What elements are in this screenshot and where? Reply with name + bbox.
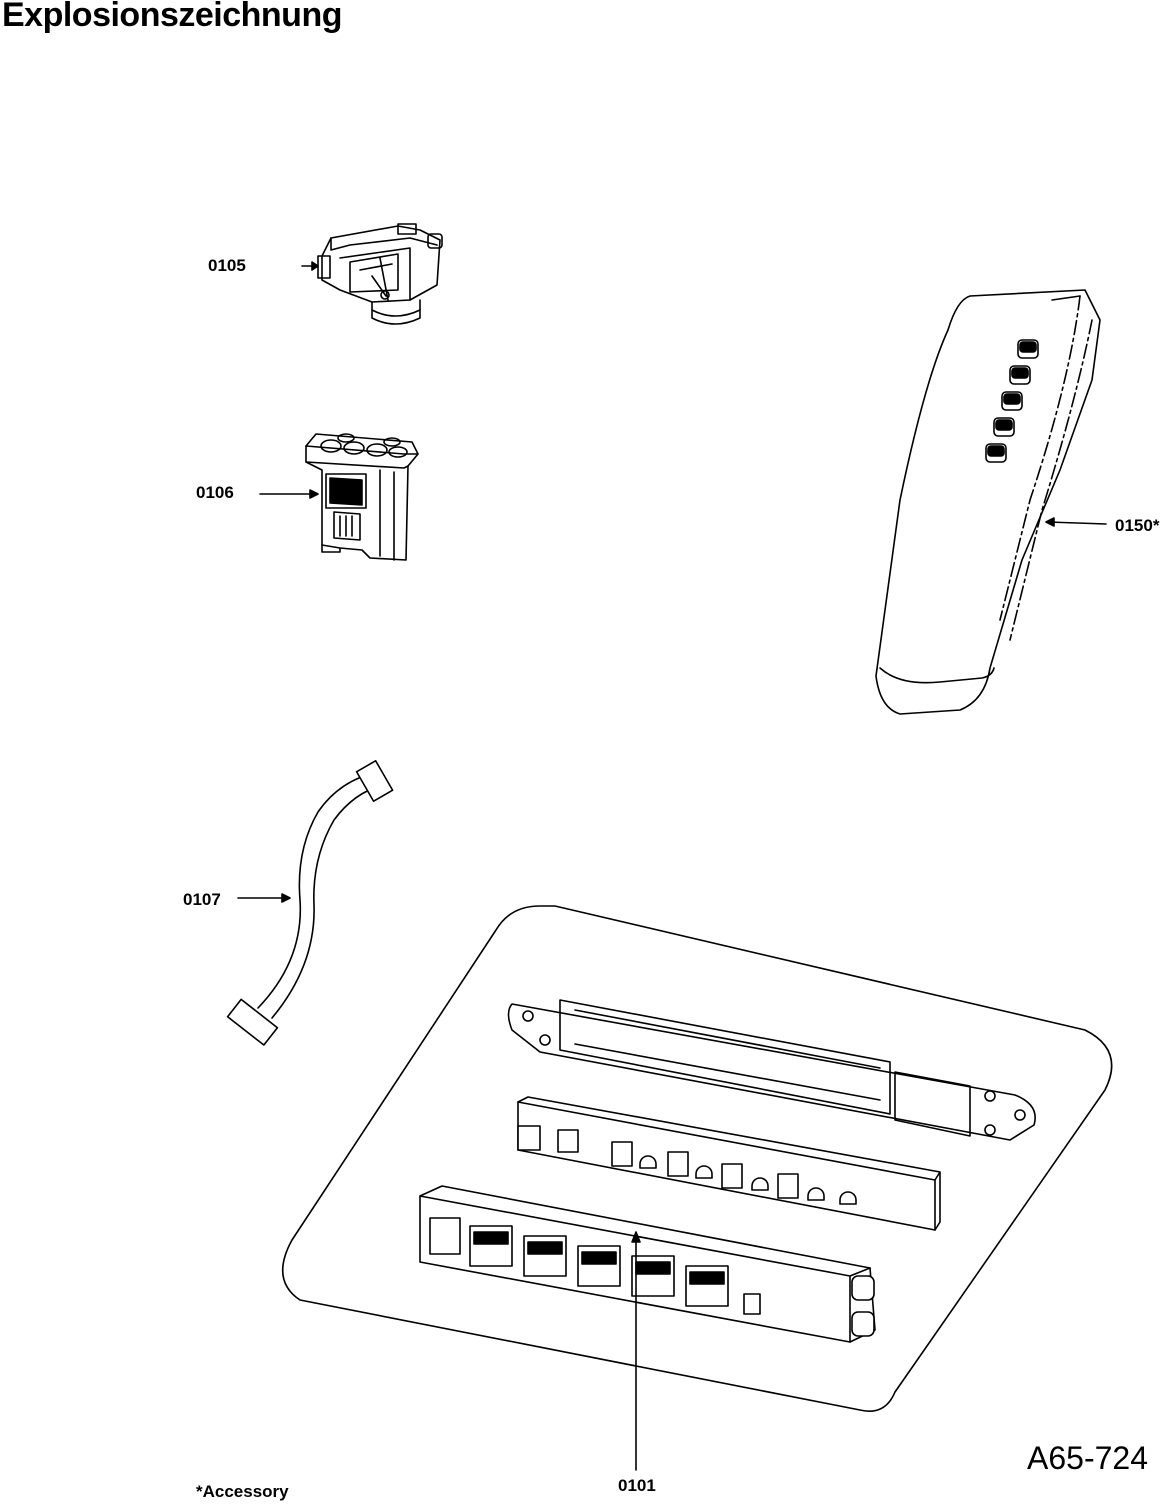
part-label-0101: 0101: [618, 1476, 656, 1495]
part-0106-drawing[interactable]: [306, 434, 418, 560]
part-label-0107: 0107: [183, 890, 221, 909]
part-0105-drawing[interactable]: [318, 224, 442, 324]
part-0101-control-module-drawing[interactable]: [283, 906, 1112, 1411]
part-label-0106: 0106: [196, 483, 234, 502]
drawing-code: A65-724: [1027, 1440, 1148, 1476]
part-0150-remote-control-drawing[interactable]: [876, 290, 1100, 714]
part-label-0105: 0105: [208, 256, 246, 275]
part-label-0150: 0150*: [1115, 516, 1160, 535]
part-0107-cable-drawing[interactable]: [228, 761, 393, 1045]
page-title: Explosionszeichnung: [2, 0, 342, 34]
leader-lines: [238, 262, 1106, 1470]
accessory-footnote: *Accessory: [196, 1482, 289, 1501]
